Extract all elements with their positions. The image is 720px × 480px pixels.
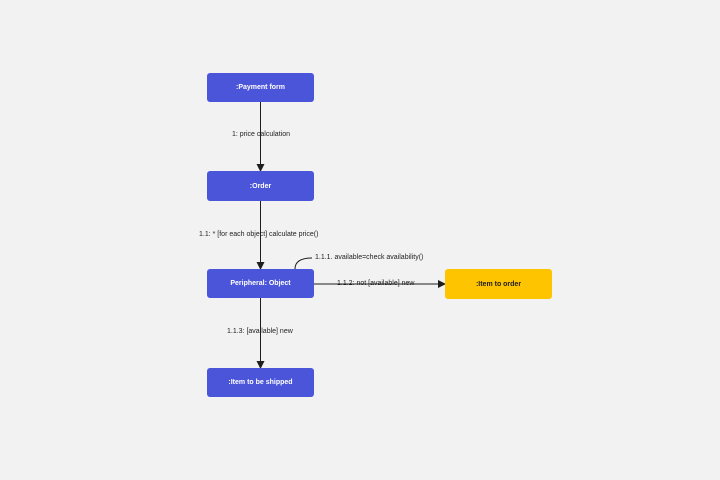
message-not-available-new: 1.1.2: not [available] new [337, 280, 415, 287]
message-calculate-price: 1.1: * [for each object] calculate price… [199, 231, 319, 238]
payment-form-node[interactable]: :Payment form [207, 73, 314, 102]
item-to-be-shipped-label: :Item to be shipped [228, 379, 293, 386]
item-to-order-label: :Item to order [475, 280, 522, 288]
message-price-calculation: 1: price calculation [232, 131, 290, 138]
message-available-new: 1.1.3: [available] new [227, 328, 293, 335]
payment-form-label: :Payment form [235, 84, 285, 91]
peripheral-object-label: Peripheral: Object [230, 280, 291, 287]
self-message-loop [294, 257, 313, 270]
order-node[interactable]: :Order [207, 171, 314, 201]
order-label: :Order [249, 182, 272, 190]
item-to-order-node[interactable]: :Item to order [445, 269, 552, 299]
message-check-availability: 1.1.1. available=check availability() [315, 254, 424, 261]
item-to-be-shipped-node[interactable]: :Item to be shipped [207, 368, 314, 397]
peripheral-object-node[interactable]: Peripheral: Object [207, 269, 314, 298]
